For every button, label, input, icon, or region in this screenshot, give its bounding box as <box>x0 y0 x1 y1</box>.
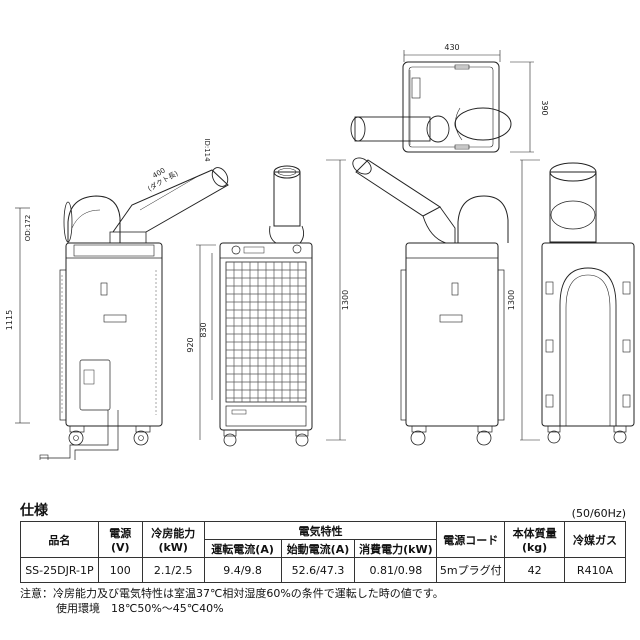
cell-power: 100 <box>97 557 143 583</box>
header-mass-label: 本体質量 <box>512 527 557 540</box>
header-power: 電源 (V) <box>97 521 143 558</box>
cell-cord: 5mプラグ付 <box>436 557 506 583</box>
spec-header-row: 品名 電源 (V) 冷房能力 (kW) 電気特性 電源コード 本体質量 (kg)… <box>20 521 626 558</box>
cell-consumption: 0.81/0.98 <box>354 557 438 583</box>
header-mass-unit: (kg) <box>521 541 548 554</box>
cell-product: SS-25DJR-1P <box>20 557 99 583</box>
header-consumption: 消費電力(kW) <box>354 539 438 558</box>
cell-run-current: 9.4/9.8 <box>203 557 282 583</box>
frequency-note: (50/60Hz) <box>571 507 626 520</box>
header-electrical: 電気特性 <box>203 521 438 540</box>
dim-top-depth: 390 <box>540 100 549 115</box>
spec-title: 仕様 <box>20 503 48 519</box>
dim-front-grille: 830 <box>199 322 208 337</box>
cell-start-current: 52.6/47.3 <box>280 557 356 583</box>
header-cooling-label: 冷房能力 <box>151 527 196 540</box>
notes: 注意：冷房能力及び電気特性は室温37℃相対湿度60%の条件で運転した時の値です。… <box>20 586 444 616</box>
header-power-label: 電源 <box>109 527 132 540</box>
header-run-current: 運転電流(A) <box>203 539 282 558</box>
product-drawing: 430 390 1115 OD:172 400 (ダクト長) ID:114 <box>5 43 635 460</box>
front-view: 1300 920 830 <box>186 159 350 447</box>
header-cord: 電源コード <box>436 521 506 558</box>
dim-front-body: 920 <box>186 337 195 352</box>
note-caution: 注意：冷房能力及び電気特性は室温37℃相対湿度60%の条件で運転した時の値です。 <box>20 587 444 600</box>
side-view: 1115 OD:172 400 (ダクト長) ID:114 <box>5 138 229 460</box>
cell-mass: 42 <box>504 557 566 583</box>
table-row: SS-25DJR-1P 100 2.1/2.5 9.4/9.8 52.6/47.… <box>20 557 626 583</box>
note-environment: 使用環境 18℃50%～45℃40% <box>56 602 224 615</box>
dim-duct-dia: ID:114 <box>203 138 211 162</box>
header-cooling: 冷房能力 (kW) <box>141 521 205 558</box>
header-power-unit: (V) <box>111 541 130 554</box>
dim-right-height: 1300 <box>507 290 516 310</box>
header-refrigerant: 冷媒ガス <box>564 521 626 558</box>
header-cooling-unit: (kW) <box>158 541 188 554</box>
cell-cooling: 2.1/2.5 <box>141 557 205 583</box>
dim-hose-dia: OD:172 <box>24 215 32 242</box>
dim-front-height: 1300 <box>341 290 350 310</box>
back-view: 1300 <box>507 159 635 444</box>
top-view: 430 390 <box>350 43 549 153</box>
spec-table: 品名 電源 (V) 冷房能力 (kW) 電気特性 電源コード 本体質量 (kg)… <box>20 521 626 583</box>
dim-side-height: 1115 <box>5 310 14 330</box>
side-view-right <box>352 157 509 446</box>
header-product: 品名 <box>20 521 99 558</box>
spec-subheader-row: 運転電流(A) 始動電流(A) 消費電力(kW) <box>21 539 626 558</box>
header-start-current: 始動電流(A) <box>280 539 356 558</box>
cell-refrigerant: R410A <box>564 557 626 583</box>
dim-top-width: 430 <box>444 43 459 52</box>
header-mass: 本体質量 (kg) <box>504 521 566 558</box>
